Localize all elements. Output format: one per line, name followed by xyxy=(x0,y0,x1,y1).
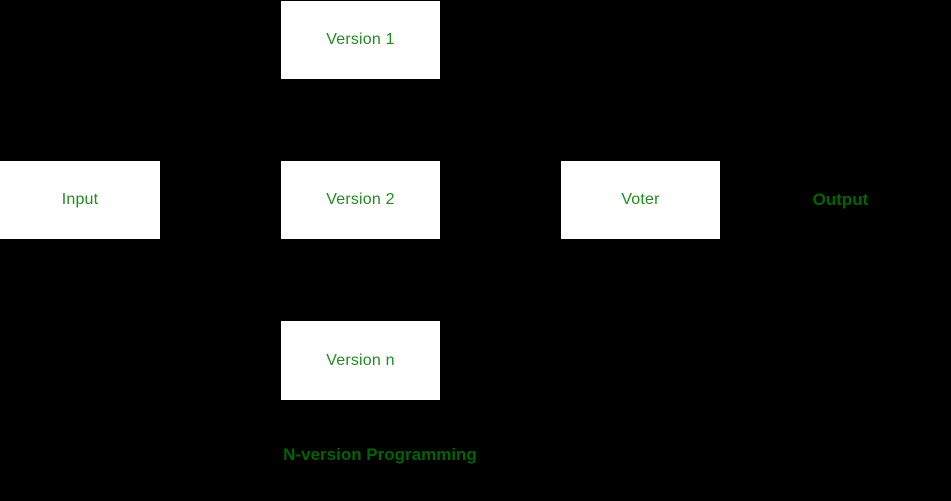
node-version-1: Version 1 xyxy=(281,1,440,79)
node-version-2-label: Version 2 xyxy=(326,191,395,208)
node-version-n: Version n xyxy=(281,321,440,400)
output-label: Output xyxy=(812,190,869,209)
node-voter: Voter xyxy=(561,161,720,239)
node-input-label: Input xyxy=(61,191,99,208)
node-voter-label: Voter xyxy=(621,191,660,208)
node-version-1-label: Version 1 xyxy=(326,31,395,48)
node-version-n-label: Version n xyxy=(326,351,395,369)
diagram-caption: N-version Programming xyxy=(283,445,477,464)
node-version-2: Version 2 xyxy=(281,161,440,239)
node-input: Input xyxy=(0,161,160,239)
